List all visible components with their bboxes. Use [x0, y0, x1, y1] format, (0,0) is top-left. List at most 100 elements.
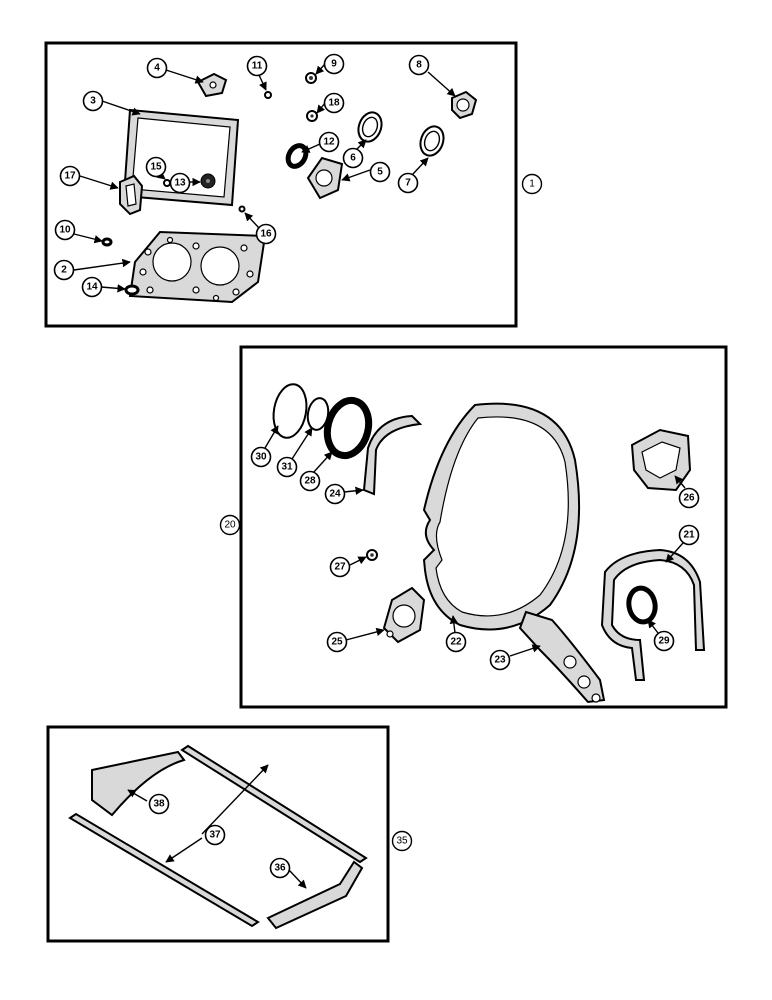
- panel-kit-20: [239, 345, 728, 709]
- pan-rail-37-upper: [180, 744, 368, 864]
- svg-text:10: 10: [59, 225, 71, 236]
- kit-label-35: 35: [391, 830, 413, 852]
- callout-25: 25: [326, 631, 348, 653]
- svg-text:14: 14: [86, 282, 98, 293]
- svg-text:13: 13: [174, 178, 186, 189]
- gasket-26: [630, 428, 692, 492]
- svg-text:36: 36: [274, 863, 286, 874]
- callout-13: 13: [169, 172, 191, 194]
- svg-text:8: 8: [416, 60, 422, 71]
- gasket-17: [119, 174, 144, 216]
- svg-text:4: 4: [154, 63, 160, 74]
- flange-gasket-5: [306, 156, 344, 200]
- seal-29: [626, 585, 658, 625]
- washer-9: [305, 72, 317, 84]
- timing-cover-gasket-21: [600, 548, 706, 681]
- washer-11: [264, 91, 272, 99]
- callout-21: 21: [678, 524, 700, 546]
- callout-38: 38: [148, 793, 170, 815]
- plug-13: [200, 173, 216, 189]
- callout-2: 2: [53, 259, 75, 281]
- svg-text:11: 11: [252, 61, 263, 72]
- svg-text:20: 20: [224, 520, 236, 531]
- head-gasket: [128, 230, 267, 304]
- panel-kit-1: [44, 41, 518, 328]
- kit-label-1: 1: [521, 173, 543, 195]
- svg-text:6: 6: [350, 153, 356, 164]
- pan-rail-37-lower: [68, 812, 260, 928]
- leader-lines: [73, 63, 686, 889]
- svg-text:17: 17: [64, 171, 76, 182]
- flange-gasket-25: [382, 586, 426, 644]
- callout-6: 6: [342, 147, 364, 169]
- end-seal-38: [91, 750, 186, 817]
- svg-text:12: 12: [323, 137, 335, 148]
- callout-17: 17: [59, 165, 81, 187]
- callout-9: 9: [323, 53, 345, 75]
- svg-text:38: 38: [153, 799, 165, 810]
- flange-gasket-8: [451, 90, 478, 120]
- callout-27: 27: [329, 556, 351, 578]
- callout-28: 28: [299, 470, 321, 492]
- callout-14: 14: [81, 276, 103, 298]
- callout-12: 12: [318, 131, 340, 153]
- seal-28: [323, 396, 373, 460]
- callout-23: 23: [489, 649, 511, 671]
- svg-text:29: 29: [658, 636, 670, 647]
- svg-text:24: 24: [329, 489, 341, 500]
- svg-text:1: 1: [529, 179, 535, 190]
- svg-text:28: 28: [304, 476, 316, 487]
- curved-gasket-24: [362, 414, 423, 496]
- svg-text:23: 23: [494, 655, 506, 666]
- svg-text:5: 5: [377, 167, 383, 178]
- callout-24: 24: [324, 483, 346, 505]
- svg-text:26: 26: [683, 493, 695, 504]
- o-ring-30: [272, 383, 308, 439]
- svg-text:22: 22: [450, 637, 462, 648]
- callout-11: 11: [246, 55, 268, 77]
- callout-3: 3: [82, 90, 104, 112]
- svg-text:30: 30: [255, 452, 267, 463]
- callout-26: 26: [678, 487, 700, 509]
- svg-text:16: 16: [260, 229, 272, 240]
- svg-text:27: 27: [334, 562, 346, 573]
- washer-18: [306, 110, 318, 122]
- callout-10: 10: [54, 219, 76, 241]
- callout-31: 31: [276, 456, 298, 478]
- svg-text:21: 21: [683, 530, 695, 541]
- callout-8: 8: [408, 54, 430, 76]
- seal-ring-6: [357, 111, 383, 143]
- svg-text:35: 35: [396, 836, 408, 847]
- washer-27: [366, 549, 378, 561]
- svg-text:15: 15: [150, 162, 162, 173]
- kit-label-20: 20: [219, 514, 241, 536]
- callout-7: 7: [397, 172, 419, 194]
- svg-text:9: 9: [331, 59, 337, 70]
- kit-labels: 1 20 35: [219, 173, 543, 852]
- callout-36: 36: [269, 857, 291, 879]
- svg-text:2: 2: [61, 265, 67, 276]
- callout-15: 15: [145, 156, 167, 178]
- svg-text:25: 25: [331, 637, 343, 648]
- ring-16: [238, 205, 246, 213]
- o-ring-10: [101, 237, 113, 247]
- svg-text:7: 7: [405, 178, 411, 189]
- svg-text:37: 37: [209, 830, 221, 841]
- seal-ring-7: [419, 125, 445, 157]
- callout-4: 4: [146, 57, 168, 79]
- end-seal-36: [266, 860, 364, 930]
- large-gasket-22: [422, 402, 581, 631]
- callout-16: 16: [255, 223, 277, 245]
- manifold-gasket-23: [518, 610, 606, 704]
- callouts: 2 3 4 5 6 7 8 9 10 11 12 13 14 15 16 17 …: [53, 53, 700, 879]
- svg-text:18: 18: [328, 98, 340, 109]
- callout-5: 5: [369, 161, 391, 183]
- callout-22: 22: [445, 631, 467, 653]
- small-plate-gasket: [196, 72, 228, 98]
- callout-37: 37: [204, 824, 226, 846]
- callout-18: 18: [323, 92, 345, 114]
- o-ring-14: [124, 284, 140, 296]
- svg-text:31: 31: [281, 462, 293, 473]
- callout-30: 30: [250, 446, 272, 468]
